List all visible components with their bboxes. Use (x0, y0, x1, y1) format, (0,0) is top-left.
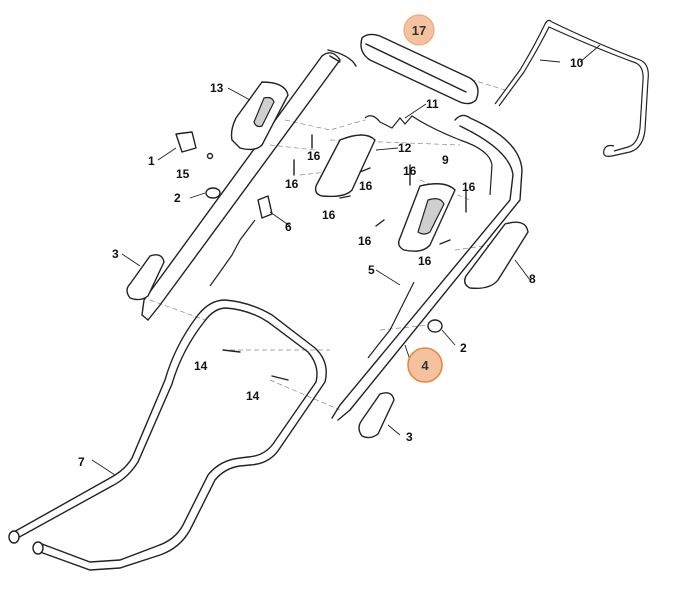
clamp-part-left (126, 254, 165, 301)
upper-handle-part (141, 49, 357, 321)
label-11: 11 (426, 97, 439, 111)
left-housing-part (230, 81, 289, 151)
label-8: 8 (529, 272, 536, 286)
right-cover-part (463, 221, 529, 290)
knob-part-left (205, 187, 221, 199)
label-6: 6 (285, 220, 292, 234)
screw-parts (222, 134, 467, 381)
highlight-callout-4[interactable]: 4 (407, 347, 443, 383)
label-10: 10 (570, 56, 584, 70)
clip-part (175, 131, 214, 160)
cable-link-part (367, 281, 415, 359)
cable-adjuster-part (209, 195, 273, 287)
callout-17-label: 17 (412, 23, 426, 38)
clamp-part-right (358, 392, 395, 439)
highlight-callout-17[interactable]: 17 (403, 14, 435, 46)
knob-part-right (427, 319, 443, 333)
label-2-b: 2 (460, 341, 467, 355)
right-handle-tube-part (331, 114, 523, 421)
label-16-b: 16 (285, 177, 299, 191)
label-13: 13 (210, 81, 224, 95)
label-16-e: 16 (403, 164, 417, 178)
control-bail-part (494, 19, 649, 157)
label-16-h: 16 (418, 254, 432, 268)
label-3-a: 3 (112, 247, 119, 261)
center-cover-part (314, 134, 376, 198)
label-5: 5 (368, 263, 375, 277)
grip-bar-part (360, 33, 479, 105)
label-16-f: 16 (462, 180, 476, 194)
label-14-b: 14 (246, 389, 260, 403)
right-housing-part (397, 183, 456, 252)
label-14-a: 14 (194, 359, 208, 373)
label-3-b: 3 (406, 430, 413, 444)
label-9: 9 (442, 153, 449, 167)
leader-lines (91, 44, 601, 476)
label-15: 15 (176, 167, 190, 181)
label-16-d: 16 (322, 208, 336, 222)
callout-4-label: 4 (421, 358, 429, 373)
cable-part (364, 115, 493, 196)
label-7: 7 (78, 455, 85, 469)
label-16-a: 16 (307, 149, 321, 163)
label-2-a: 2 (174, 191, 181, 205)
label-16-c: 16 (359, 179, 373, 193)
part-labels: 10 13 11 12 1 15 16 16 16 16 16 16 16 16… (78, 56, 584, 469)
label-1: 1 (148, 154, 155, 168)
label-12: 12 (398, 141, 412, 155)
lower-handle-part (8, 299, 327, 571)
label-16-g: 16 (358, 234, 372, 248)
